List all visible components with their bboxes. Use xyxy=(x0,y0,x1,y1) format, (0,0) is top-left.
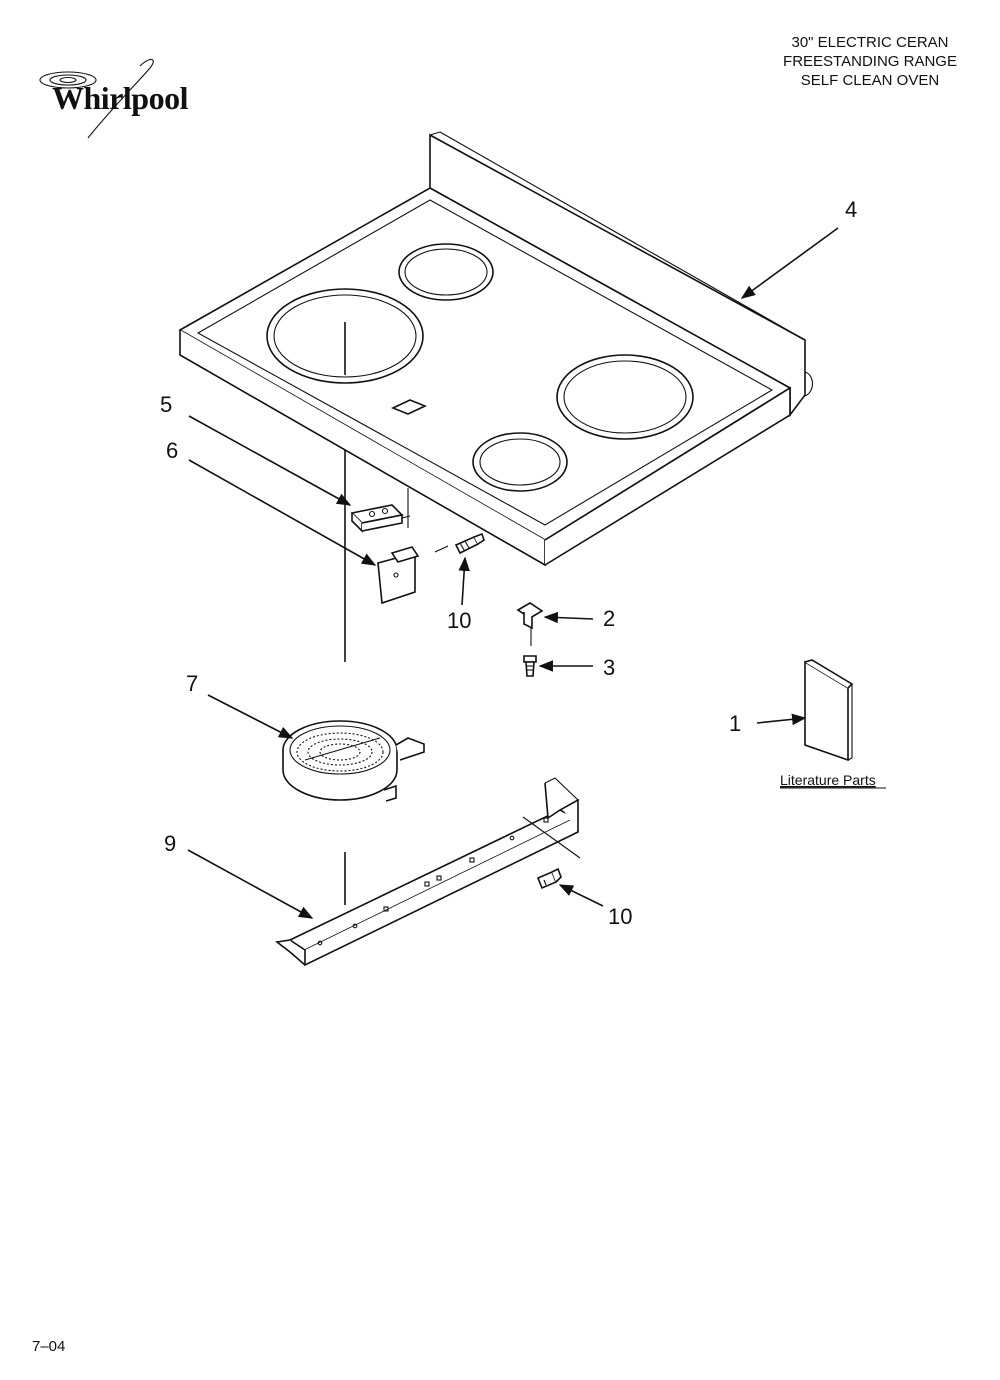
title-line-3: SELF CLEAN OVEN xyxy=(800,72,940,89)
callout-3: 3 xyxy=(603,655,615,680)
cooktop-glass xyxy=(178,131,814,567)
diagram-title: 30" ELECTRIC CERAN FREESTANDING RANGE SE… xyxy=(760,33,980,90)
title-line-1: 30" ELECTRIC CERAN xyxy=(791,34,949,51)
callout-6: 6 xyxy=(166,438,178,463)
callout-5: 5 xyxy=(160,392,172,417)
callout-9: 9 xyxy=(164,831,176,856)
clip xyxy=(516,602,544,646)
screw xyxy=(523,655,537,677)
title-line-2: FREESTANDING RANGE xyxy=(783,53,957,70)
callout-10-upper: 10 xyxy=(447,608,471,633)
callout-4: 4 xyxy=(845,197,857,222)
brand-wordmark: Whirlpool xyxy=(52,80,188,116)
screw-lower xyxy=(536,867,562,890)
callout-1: 1 xyxy=(729,711,741,736)
literature-parts-label: Literature Parts xyxy=(780,772,876,788)
whirlpool-logo-icon xyxy=(39,58,154,139)
callout-2: 2 xyxy=(603,606,615,631)
callout-7: 7 xyxy=(186,671,198,696)
literature-booklet xyxy=(804,659,854,762)
screw-upper xyxy=(454,532,485,555)
limiter-switch xyxy=(350,504,411,533)
radiant-element xyxy=(282,720,425,802)
mounting-rail xyxy=(275,777,581,967)
callout-10-lower: 10 xyxy=(608,904,632,929)
footer-date-code: 7–04 xyxy=(32,1338,66,1355)
switch-bracket xyxy=(377,545,449,605)
